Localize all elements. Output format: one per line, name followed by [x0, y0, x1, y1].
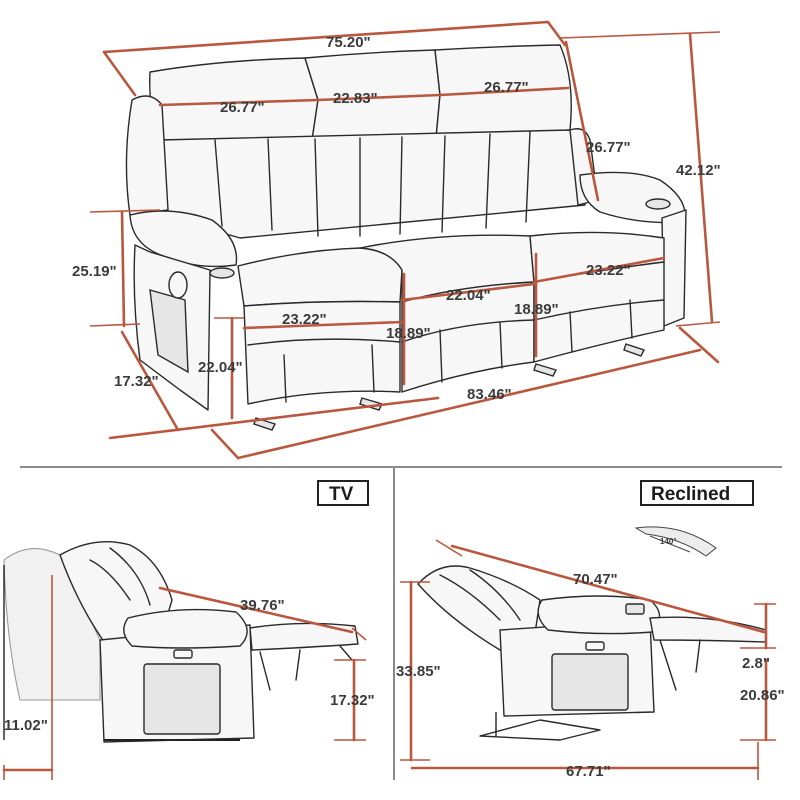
seat-width-middle-label: 22.04" [446, 287, 491, 304]
tv-side-pocket [143, 663, 221, 735]
seat-width-left-label: 23.22" [282, 311, 327, 328]
seat-cushion-left [237, 247, 403, 307]
tv-footrest [249, 622, 359, 651]
tv-badge-label: TV [329, 484, 354, 505]
back-cushion-middle-label: 22.83" [333, 90, 378, 107]
back-cushion-right-label: 26.77" [484, 79, 529, 96]
back-lower [159, 129, 587, 239]
tv-extended-length-label: 39.76" [240, 597, 285, 614]
tv-wall-clearance-label: 11.02" [4, 717, 48, 734]
reclined-badge-label: Reclined [651, 484, 730, 505]
recline-angle-icon [634, 526, 717, 557]
tv-badge [317, 480, 369, 506]
reclined-view-panel: Reclined 140° 70.47" 33. [396, 480, 785, 780]
overall-depth-label: 83.46" [467, 386, 512, 403]
seat-depth-right-label: 18.89" [514, 301, 559, 318]
reclined-chair-arm [537, 595, 661, 635]
reclined-badge [640, 480, 754, 506]
reclined-footrest-thickness-label: 2.8" [742, 655, 770, 672]
overall-width-label: 75.20" [326, 34, 371, 51]
tv-view-panel: TV 39.76" 17.32" 11.02" [2, 480, 375, 780]
seat-height-label: 22.04" [198, 359, 243, 376]
reclined-length-label: 70.47" [573, 571, 618, 588]
arm-height-label: 25.19" [72, 263, 117, 280]
back-cushion-left-label: 26.77" [220, 99, 265, 116]
back-cushion-height-label: 26.77" [586, 139, 631, 156]
left-arm [125, 95, 169, 216]
recline-angle-label: 140° [660, 537, 677, 546]
tv-footrest-height-label: 17.32" [330, 692, 375, 709]
left-arm-pad [129, 210, 238, 268]
tv-chair-arm [123, 608, 248, 649]
overall-height-label: 42.12" [676, 162, 721, 179]
sofa-front-view [125, 44, 687, 431]
reclined-side-pocket [551, 653, 629, 711]
reclined-total-height-label: 33.85" [396, 663, 441, 680]
front-view-dimension-labels: 75.20" 26.77" 22.83" 26.77" 26.77" 42.12… [72, 34, 721, 403]
reclined-footrest-height-label: 20.86" [740, 687, 785, 704]
front-view-dimension-lines [89, 20, 721, 460]
right-arm-front [661, 209, 687, 327]
reclined-footrest [649, 616, 767, 643]
arm-depth-label: 17.32" [114, 373, 159, 390]
seat-width-right-label: 23.22" [586, 262, 631, 279]
reclined-total-depth-label: 67.71" [566, 763, 611, 780]
seat-depth-middle-label: 18.89" [386, 325, 431, 342]
